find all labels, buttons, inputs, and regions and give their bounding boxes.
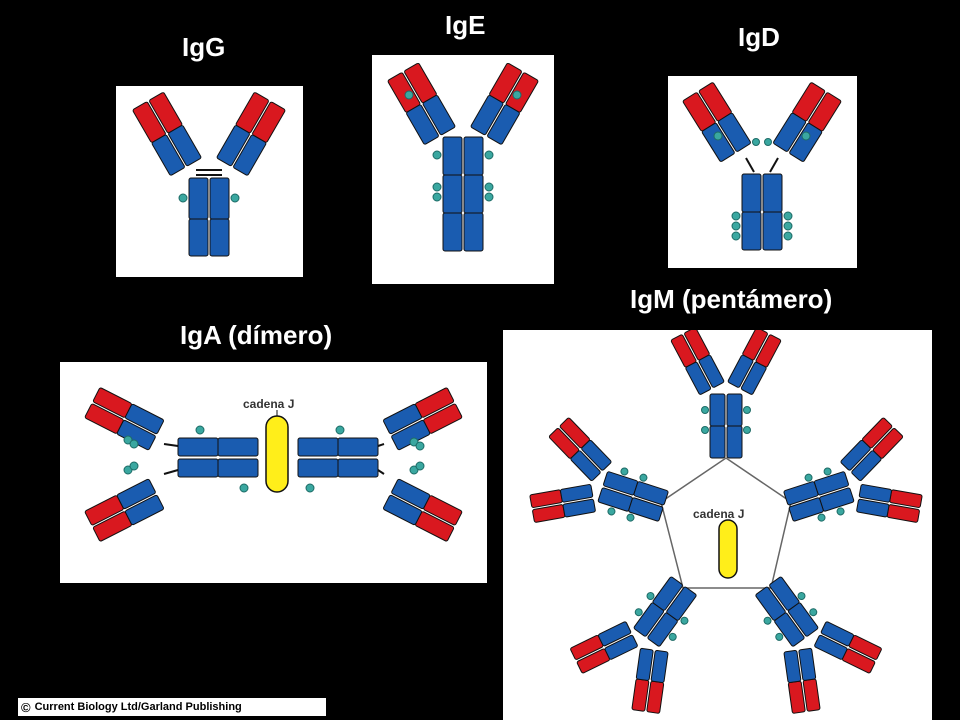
ige-diagram [372,55,554,284]
iga-right-fc [297,437,379,478]
igm-monomer-4 [561,552,730,720]
iga-monomer-left [84,387,259,542]
igg-fc [188,177,230,257]
iga-right-upper-arm [383,387,463,451]
igd-fc [741,173,783,251]
iga-j-chain-label: cadena J [243,397,294,411]
igm-j-chain-label: cadena J [693,507,744,521]
igg-diagram [116,86,303,277]
copyright-icon: © [21,699,31,715]
igd-diagram [668,76,857,268]
copyright-text: Current Biology Ltd/Garland Publishing [34,701,242,713]
ige-carbohydrates [404,90,522,202]
iga-left-fc [177,437,259,478]
igd-arm-right [773,82,842,162]
iga-title: IgA (dímero) [180,320,333,350]
igd-hinge [745,157,779,173]
iga-left-upper-arm [84,387,164,451]
igg-hinge [196,169,222,176]
igd-title: IgD [738,22,780,52]
igm-title: IgM (pentámero) [630,284,833,314]
ige-title: IgE [445,10,486,40]
igm-monomer-5 [521,412,682,560]
igg-carbohydrates [178,193,240,203]
igm-pentagon [660,457,792,589]
igg-arm-right [216,92,286,176]
ige-arm-left [387,62,456,145]
igg-title: IgG [182,32,226,62]
igd-arm-left [682,82,751,162]
igm-monomer-1 [670,330,782,459]
igm-monomer-2 [770,412,931,560]
iga-left-lower-arm [84,478,164,542]
iga-diagram: cadena J [60,362,487,583]
ige-arm-right [470,62,539,145]
igm-j-chain [718,519,738,579]
iga-monomer-right [297,387,463,542]
ige-fc [442,136,484,252]
iga-right-lower-arm [383,478,463,542]
iga-j-chain [265,415,289,493]
iga-carbohydrates [123,425,425,493]
igd-carbohydrates [713,131,811,241]
igm-monomer-3 [722,552,891,720]
igg-arm-left [132,92,202,176]
igm-diagram: cadena J [503,330,932,720]
copyright-notice: © Current Biology Ltd/Garland Publishing [18,698,326,716]
